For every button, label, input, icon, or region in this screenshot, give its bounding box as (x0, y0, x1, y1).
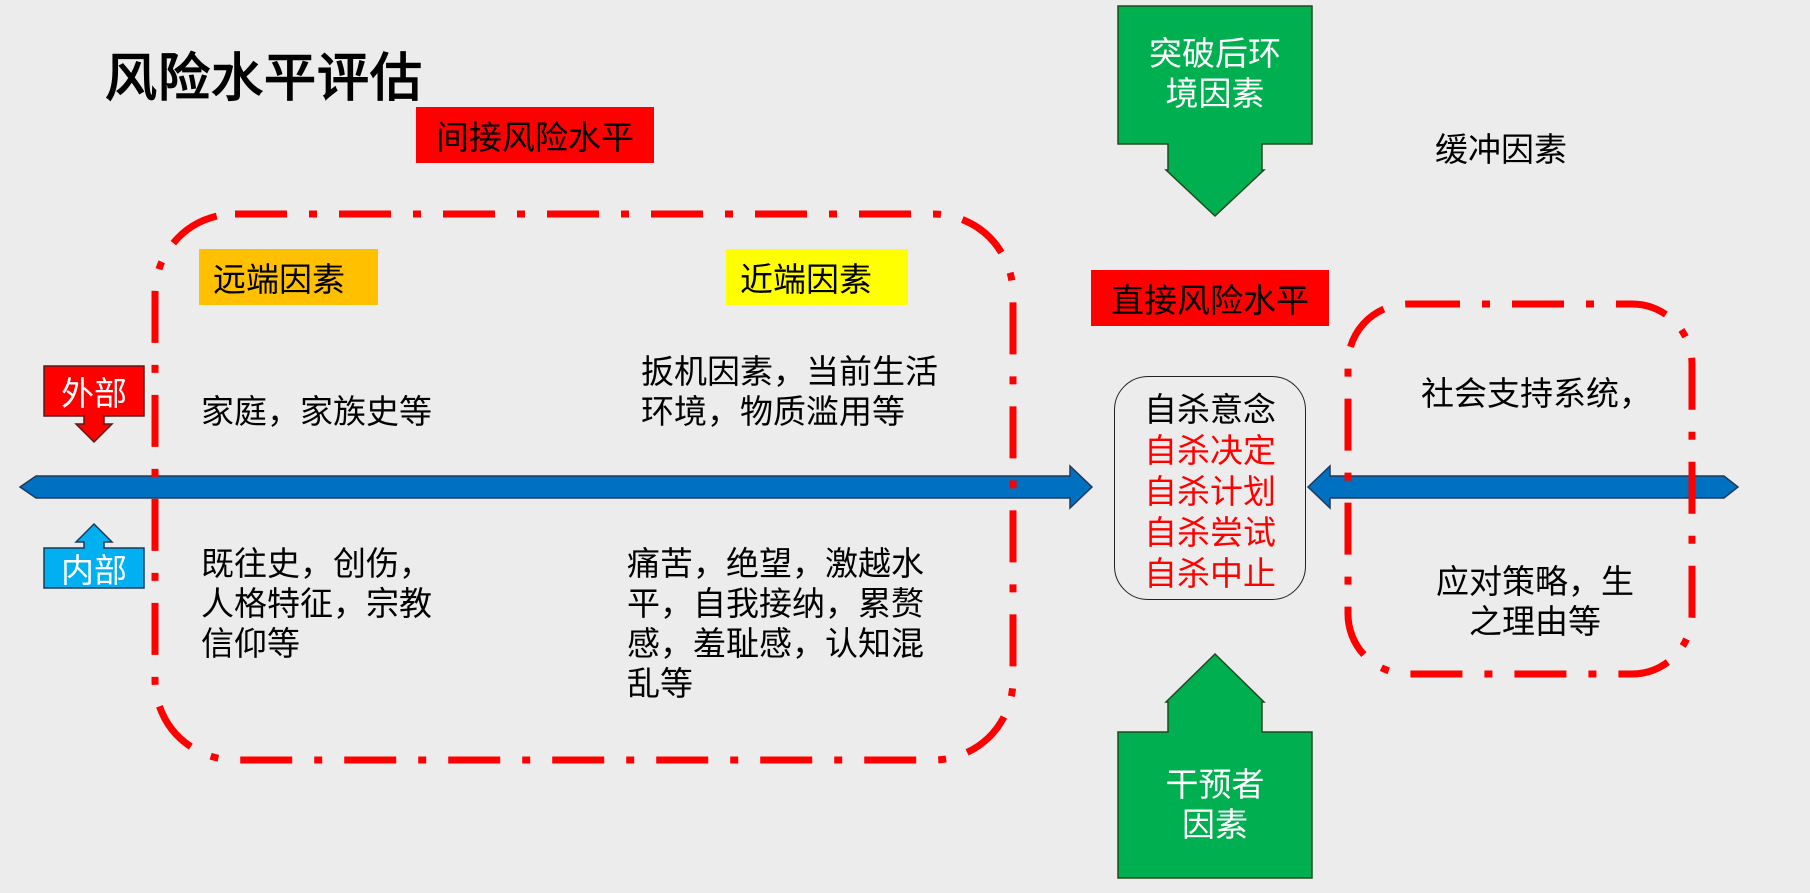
buffer-bottom-line: 应对策略，生 (1436, 562, 1634, 601)
suicide-ideation: 自杀意念 (1144, 390, 1276, 429)
proximal-internal-line: 痛苦，绝望，激越水 (627, 544, 924, 583)
proximal-internal-line: 感，羞耻感，认知混 (627, 624, 924, 663)
proximal-internal-text: 痛苦，绝望，激越水 平，自我接纳，累赘 感，羞耻感，认知混 乱等 (627, 544, 924, 704)
proximal-internal-line: 平，自我接纳，累赘 (627, 584, 924, 623)
env-factor-text: 突破后环 境因素 (1118, 34, 1312, 114)
buffer-region (1344, 300, 1696, 678)
buffer-bottom-line: 之理由等 (1469, 602, 1601, 641)
page-title: 风险水平评估 (105, 49, 424, 109)
proximal-external-text: 扳机因素，当前生活 环境，物质滥用等 (641, 352, 938, 432)
distal-internal-text: 既往史，创伤， 人格特征，宗教 信仰等 (201, 544, 432, 664)
suicide-stage: 自杀决定 (1144, 431, 1276, 470)
direct-risk-label: 直接风险水平 (1091, 270, 1329, 326)
suicide-stages-box: 自杀意念 自杀决定 自杀计划 自杀尝试 自杀中止 (1114, 376, 1306, 600)
internal-callout (43, 522, 145, 589)
suicide-stage: 自杀中止 (1144, 554, 1276, 593)
indirect-risk-label: 间接风险水平 (416, 107, 654, 163)
external-callout (43, 365, 145, 444)
intervener-factor-text: 干预者 因素 (1118, 765, 1312, 845)
intervener-factor-arrow (1117, 652, 1313, 879)
proximal-internal-line: 乱等 (627, 664, 693, 703)
env-factor-line: 突破后环 (1149, 34, 1281, 73)
distal-internal-line: 人格特征，宗教 (201, 584, 432, 623)
distal-external-text: 家庭，家族史等 (201, 392, 432, 431)
main-axis-arrow (18, 464, 1094, 510)
env-factor-line: 境因素 (1165, 74, 1265, 113)
proximal-external-line: 扳机因素，当前生活 (641, 352, 938, 391)
buffer-bottom-text: 应对策略，生 之理由等 (1436, 562, 1634, 642)
suicide-stage: 自杀尝试 (1144, 513, 1276, 552)
distal-internal-line: 既往史，创伤， (201, 544, 432, 583)
proximal-factors-label: 近端因素 (726, 249, 908, 305)
indirect-risk-region (151, 210, 1017, 764)
distal-internal-line: 信仰等 (201, 624, 300, 663)
internal-label: 内部 (61, 551, 127, 590)
buffer-axis-arrow (1306, 464, 1740, 510)
env-factor-arrow (1117, 5, 1313, 218)
proximal-external-line: 环境，物质滥用等 (641, 392, 905, 431)
intervener-factor-line: 因素 (1182, 805, 1248, 844)
buffer-factors-label: 缓冲因素 (1435, 130, 1567, 169)
external-label: 外部 (61, 374, 127, 413)
suicide-stage: 自杀计划 (1144, 472, 1276, 511)
distal-factors-label: 远端因素 (199, 249, 378, 305)
buffer-top-text: 社会支持系统， (1421, 374, 1652, 413)
intervener-factor-line: 干预者 (1165, 765, 1265, 804)
